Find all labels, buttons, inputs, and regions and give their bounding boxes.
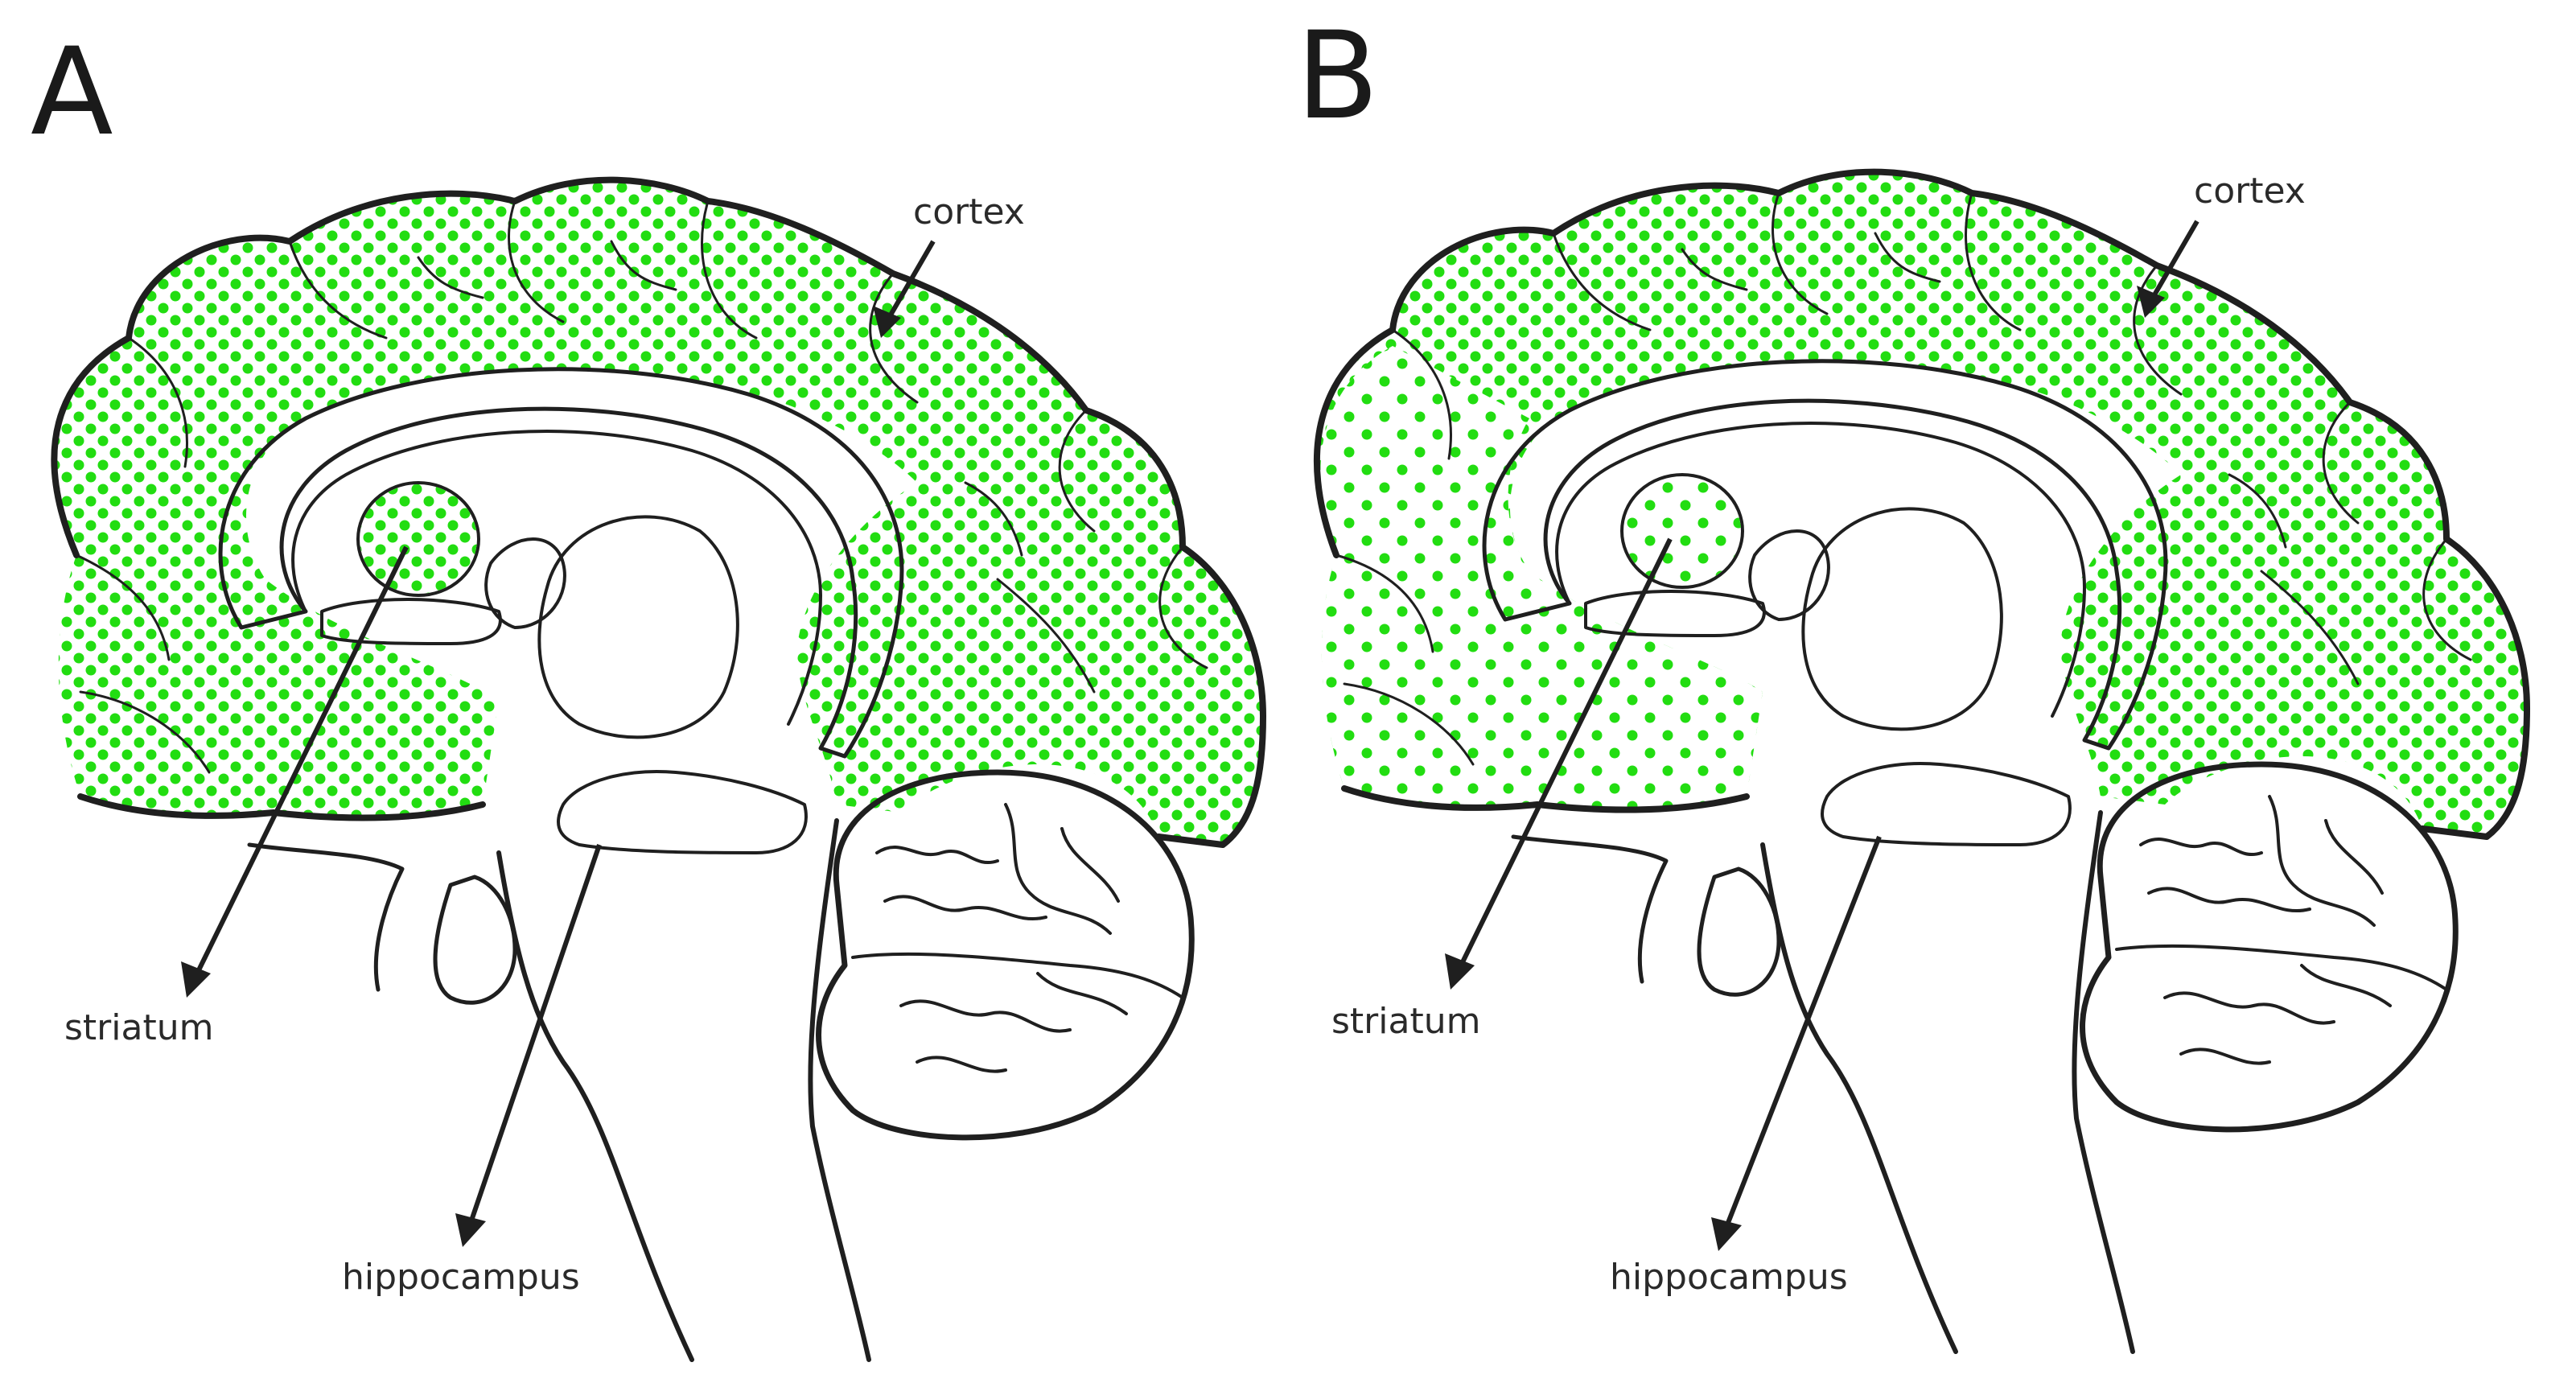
cortex-arrowhead (873, 306, 901, 338)
panel-letter: A (31, 23, 113, 163)
panel-b: B (1288, 0, 2576, 1383)
gyri-lines (75, 200, 1208, 774)
brain-diagram (1313, 168, 2530, 1354)
striatum-label: striatum (64, 1007, 214, 1048)
cortex-arrow (2150, 220, 2199, 299)
striatum-arrowhead (181, 961, 211, 998)
cerebellum (2080, 761, 2459, 1133)
brain-diagram (51, 176, 1266, 1362)
hippocampus-arrowhead (455, 1213, 486, 1247)
hippocampus-label: hippocampus (1610, 1257, 1848, 1298)
corpus-callosum (1482, 359, 2168, 751)
corpus-callosum (218, 367, 904, 759)
frontal-region-sparse (1320, 346, 1763, 810)
striatum-arrow (195, 545, 409, 975)
cerebellum-folia (2115, 795, 2448, 1065)
striatum-region (360, 484, 477, 594)
cortex-label: cortex (2194, 171, 2306, 212)
cortex-region (54, 179, 1264, 845)
hippocampus-arrow (468, 844, 602, 1224)
cortex-label: cortex (913, 191, 1025, 233)
cortex-arrow (887, 240, 936, 319)
gyri-lines (1335, 191, 2472, 766)
panel-letter: B (1296, 6, 1379, 146)
hippocampus-arrow (1724, 835, 1882, 1229)
hippocampus-label: hippocampus (342, 1257, 580, 1298)
striatum-arrowhead (1445, 953, 1475, 990)
thalamus (537, 515, 739, 739)
panel-a: A (31, 23, 1266, 1362)
thalamus (1801, 507, 2003, 731)
hippocampus-region (1821, 762, 2072, 846)
striatum-label: striatum (1331, 1001, 1481, 1042)
striatum-arrow (1459, 537, 1673, 967)
hippocampus-region (557, 770, 808, 854)
cerebellum-folia (851, 803, 1184, 1073)
cortex-arrowhead (2137, 286, 2165, 318)
arrows (181, 240, 936, 1247)
cerebellum (816, 769, 1195, 1141)
hippocampus-arrowhead (1711, 1217, 1742, 1251)
striatum-region (1623, 476, 1741, 586)
arrows (1445, 220, 2199, 1251)
